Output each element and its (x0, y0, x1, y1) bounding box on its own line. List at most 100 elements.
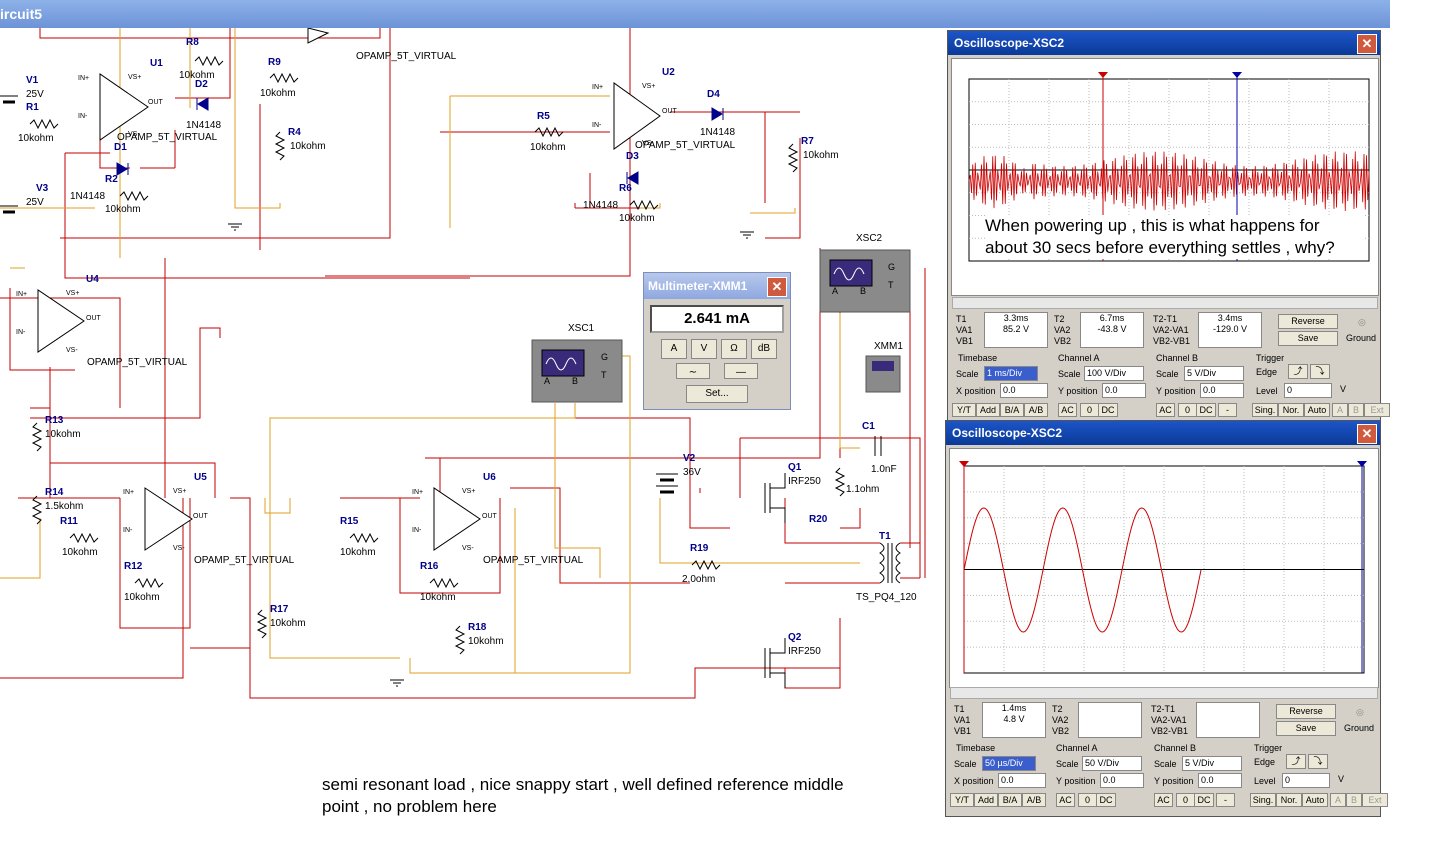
xmm1-instrument[interactable] (865, 355, 901, 393)
xpos-field[interactable]: 0.0 (998, 773, 1046, 788)
mode-v-button[interactable]: V (691, 339, 717, 359)
close-icon[interactable]: ✕ (1357, 34, 1377, 54)
trigger-level-field[interactable]: 0 (1282, 773, 1330, 788)
dc-line-button[interactable]: — (724, 363, 758, 379)
edge-falling-icon[interactable]: ⤵ (1308, 754, 1328, 769)
xsc2-instrument[interactable] (819, 249, 911, 313)
a-button[interactable]: A (1330, 793, 1346, 807)
zero-button[interactable]: 0 (1176, 793, 1195, 807)
nor-button[interactable]: Nor. (1278, 403, 1304, 417)
pin-label: VS+ (66, 290, 79, 297)
mode-a-button[interactable]: A (661, 339, 687, 359)
edge-rising-icon[interactable]: ⤴ (1286, 754, 1306, 769)
trigger-level-field[interactable]: 0 (1284, 383, 1332, 398)
channel-a-ypos-field[interactable]: 0.0 (1102, 383, 1146, 398)
xpos-field[interactable]: 0.0 (1000, 383, 1048, 398)
reverse-button[interactable]: Reverse (1276, 704, 1336, 719)
sing-button[interactable]: Sing. (1250, 793, 1276, 807)
channel-b-ypos-field[interactable]: 0.0 (1200, 383, 1244, 398)
nor-button[interactable]: Nor. (1276, 793, 1302, 807)
cursor-marker-icon[interactable] (959, 461, 969, 467)
channel-b-ypos-field[interactable]: 0.0 (1198, 773, 1242, 788)
scope-screen-bottom[interactable] (949, 448, 1379, 688)
cursor-marker-icon[interactable] (1357, 461, 1367, 467)
schematic-canvas[interactable]: R810kohmR910kohmU1D21N4148V125VR110kohmR… (0, 28, 1456, 853)
minus-button[interactable]: - (1216, 793, 1235, 807)
zero-button[interactable]: 0 (1078, 793, 1097, 807)
timebase-scale-field[interactable]: 50 µs/Div (982, 756, 1036, 771)
add-button[interactable]: Add (976, 403, 1000, 417)
multimeter-title-bar[interactable]: Multimeter-XMM1 ✕ (644, 273, 790, 299)
set-button[interactable]: Set... (686, 385, 748, 403)
edge-rising-icon[interactable]: ⤴ (1288, 364, 1308, 379)
pin-label: IN- (592, 122, 602, 129)
oscilloscope-title-top: Oscilloscope-XSC2 (954, 36, 1065, 50)
ac-button[interactable]: AC (1156, 403, 1175, 417)
opamp-u2[interactable] (613, 82, 661, 150)
channel-b-scale-field[interactable]: 5 V/Div (1182, 756, 1242, 771)
scope-scrollbar-top[interactable] (952, 297, 1378, 309)
scope-scrollbar-bottom[interactable] (950, 687, 1378, 699)
multimeter-window[interactable]: Multimeter-XMM1 ✕ 2.641 mA A V Ω dB ∼ — … (643, 272, 791, 410)
ac-button[interactable]: AC (1058, 403, 1077, 417)
ground-radio-icon[interactable]: ◎ (1356, 707, 1364, 717)
t2-label: T2 (1052, 704, 1063, 714)
ext-button[interactable]: Ext (1362, 793, 1388, 807)
timebase-scale-field[interactable]: 1 ms/Div (984, 366, 1038, 381)
save-button[interactable]: Save (1278, 331, 1338, 346)
schematic-label: V2 (683, 453, 696, 464)
zero-button[interactable]: 0 (1080, 403, 1099, 417)
dc-button[interactable]: DC (1196, 403, 1216, 417)
oscilloscope-title-bar-top[interactable]: Oscilloscope-XSC2 ✕ (948, 31, 1380, 55)
title-bar: ircuit5 (0, 0, 1390, 28)
yt-button[interactable]: Y/T (952, 403, 976, 417)
a-button[interactable]: A (1332, 403, 1348, 417)
schematic-label: U1 (150, 58, 163, 69)
cursor-marker-icon[interactable] (1232, 72, 1242, 78)
sing-button[interactable]: Sing. (1252, 403, 1278, 417)
minus-button[interactable]: - (1218, 403, 1237, 417)
channel-a-ypos-field[interactable]: 0.0 (1100, 773, 1144, 788)
xsc1-instrument[interactable] (531, 339, 623, 403)
ac-button[interactable]: AC (1154, 793, 1173, 807)
opamp-u4[interactable] (37, 289, 85, 353)
ac-button[interactable]: AC (1056, 793, 1075, 807)
ground-radio-icon[interactable]: ◎ (1358, 317, 1366, 327)
scope-screen-top[interactable] (951, 58, 1379, 296)
ac-wave-button[interactable]: ∼ (676, 363, 710, 379)
b-button[interactable]: B (1348, 403, 1364, 417)
auto-button[interactable]: Auto (1304, 403, 1330, 417)
opamp-u6[interactable] (433, 487, 481, 551)
ab-button[interactable]: A/B (1022, 793, 1046, 807)
multimeter-close-icon[interactable]: ✕ (767, 277, 787, 297)
dc-button[interactable]: DC (1098, 403, 1118, 417)
channel-a-scale-field[interactable]: 50 V/Div (1082, 756, 1142, 771)
edge-falling-icon[interactable]: ⤵ (1310, 364, 1330, 379)
ba-button[interactable]: B/A (1000, 403, 1024, 417)
oscilloscope-title-bar-bottom[interactable]: Oscilloscope-XSC2 ✕ (946, 421, 1380, 445)
dc-button[interactable]: DC (1194, 793, 1214, 807)
b-button[interactable]: B (1346, 793, 1362, 807)
zero-button[interactable]: 0 (1178, 403, 1197, 417)
mode-db-button[interactable]: dB (751, 339, 777, 359)
pin-label: IN+ (412, 489, 423, 496)
schematic-label: R4 (288, 127, 301, 138)
yt-button[interactable]: Y/T (950, 793, 974, 807)
auto-button[interactable]: Auto (1302, 793, 1328, 807)
dc-button[interactable]: DC (1096, 793, 1116, 807)
ext-button[interactable]: Ext (1364, 403, 1390, 417)
reverse-button[interactable]: Reverse (1278, 314, 1338, 329)
opamp-u1[interactable] (99, 73, 149, 141)
add-button[interactable]: Add (974, 793, 998, 807)
ba-button[interactable]: B/A (998, 793, 1022, 807)
close-icon[interactable]: ✕ (1357, 424, 1377, 444)
mode-ohm-button[interactable]: Ω (721, 339, 747, 359)
save-button[interactable]: Save (1276, 721, 1336, 736)
opamp-u5[interactable] (144, 487, 193, 551)
channel-a-scale-field[interactable]: 100 V/Div (1084, 366, 1144, 381)
channel-b-scale-field[interactable]: 5 V/Div (1184, 366, 1244, 381)
cursor-marker-icon[interactable] (1098, 72, 1108, 78)
ab-button[interactable]: A/B (1024, 403, 1048, 417)
schematic-label: U4 (86, 274, 99, 285)
